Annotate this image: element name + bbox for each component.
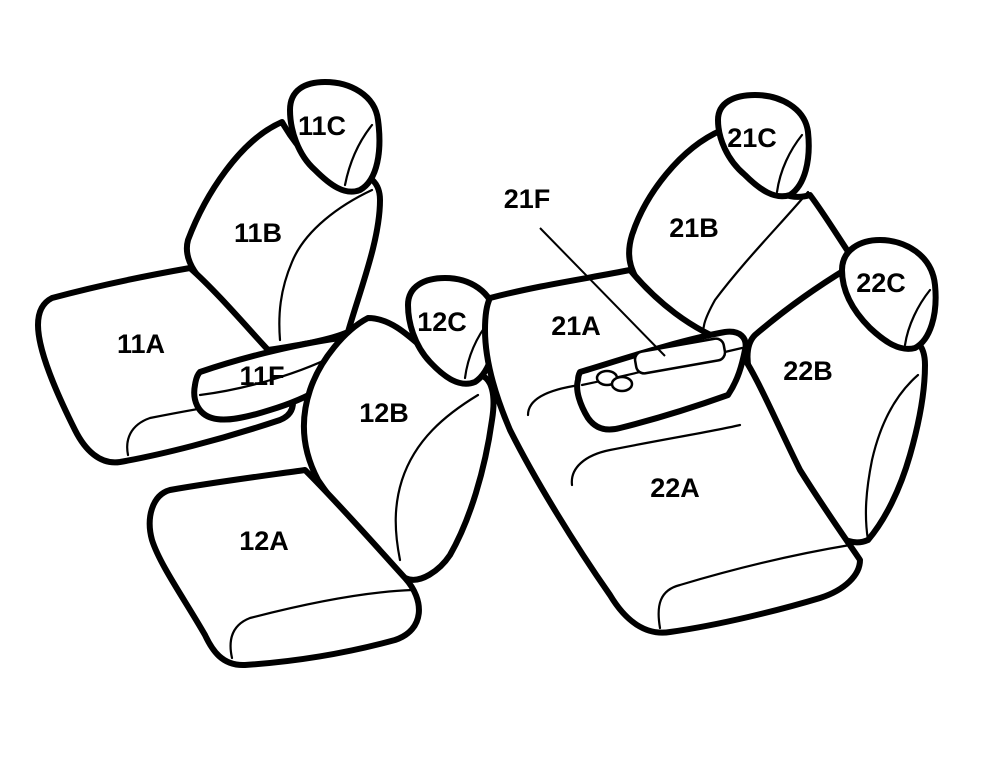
front-left-seat-12 [146,275,499,669]
label-11F: 11F [239,361,284,391]
bench-cushion-21A-22A [482,267,863,636]
backrest-11B-seam [278,188,374,342]
label-12A: 12A [239,526,289,556]
label-11B: 11B [234,218,282,248]
bench-cushion-seam-21A [526,383,582,417]
headrest-22C-seam [903,288,932,347]
headrest-11C-seam [343,123,374,187]
label-22B: 22B [783,356,833,386]
bench-cushion-seam-22A-lower [657,543,852,630]
label-11A: 11A [117,329,165,359]
label-21F: 21F [504,184,551,214]
rear-bench-seat-21-22 [482,92,939,636]
bench-cushion-seam-22A-front [570,423,742,487]
label-11C: 11C [298,111,346,141]
headrest-11C [287,79,383,195]
label-22A: 22A [650,473,700,503]
leader-line-21F [539,227,666,357]
cushion-12A-seam [229,588,414,660]
label-21A: 21A [551,311,601,341]
label-21C: 21C [727,123,777,153]
label-22C: 22C [856,268,906,298]
label-21B: 21B [669,213,719,243]
cushion-12A [146,467,422,669]
cupholder-2 [610,375,634,393]
headrest-21C [715,92,812,200]
front-left-seat-11 [35,79,383,466]
backrest-12B-seam [394,393,480,562]
backrest-22B-seam [864,373,920,542]
console-lid [633,337,727,375]
headrest-21C-seam [775,133,804,194]
label-12C: 12C [417,307,467,337]
label-12B: 12B [359,398,409,428]
